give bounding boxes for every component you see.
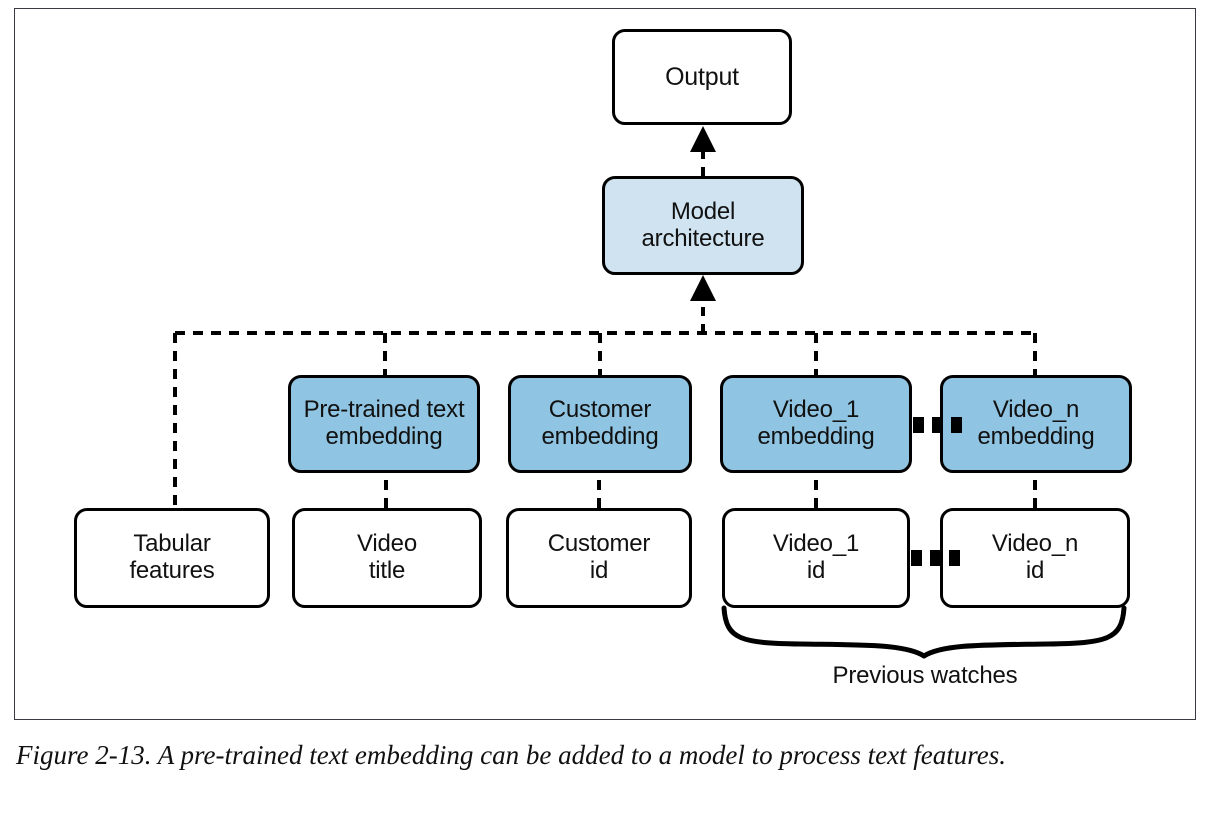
ellipsis-embedding-row [913, 417, 962, 433]
node-video-1-embedding[interactable]: Video_1 embedding [720, 375, 912, 473]
node-customer-id[interactable]: Customer id [506, 508, 692, 608]
node-output[interactable]: Output [612, 29, 792, 125]
node-customer-embedding[interactable]: Customer embedding [508, 375, 692, 473]
arrowhead-to-model [690, 275, 716, 301]
node-video-1-id[interactable]: Video_1 id [722, 508, 910, 608]
node-model-architecture[interactable]: Model architecture [602, 176, 804, 275]
node-tabular-features[interactable]: Tabular features [74, 508, 270, 608]
diagram-connectors [173, 126, 1127, 659]
brace-label-previous-watches: Previous watches [832, 662, 1018, 689]
node-video-n-embedding[interactable]: Video_n embedding [940, 375, 1132, 473]
node-video-title[interactable]: Video title [292, 508, 482, 608]
brace-previous-watches [721, 605, 1127, 659]
ellipsis-input-row [911, 550, 960, 566]
arrowhead-to-output [690, 126, 716, 152]
node-pretrained-text-embedding[interactable]: Pre-trained text embedding [288, 375, 480, 473]
node-video-n-id[interactable]: Video_n id [940, 508, 1130, 608]
figure-caption: Figure 2-13. A pre-trained text embeddin… [16, 740, 1007, 770]
